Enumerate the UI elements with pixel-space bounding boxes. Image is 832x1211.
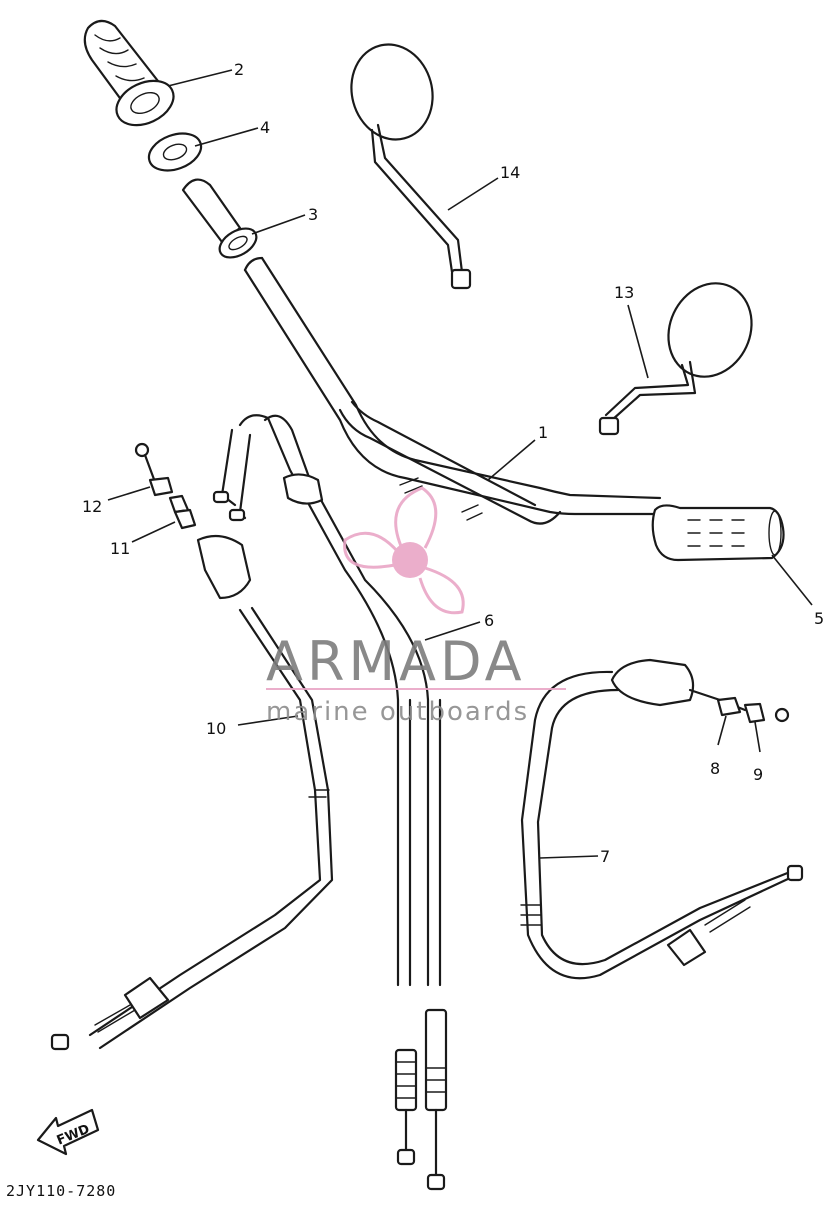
- callout-11: 11: [110, 539, 130, 558]
- left-grip: [83, 19, 175, 127]
- right-grip: [651, 504, 785, 562]
- throttle-cables: [212, 414, 448, 1191]
- starter-cable: [520, 658, 804, 980]
- callout-4: 4: [260, 118, 270, 137]
- callout-5: 5: [814, 609, 824, 628]
- callout-8: 8: [710, 759, 720, 778]
- callout-6: 6: [484, 611, 494, 630]
- right-mirror: [598, 282, 753, 436]
- callout-14: 14: [500, 163, 520, 182]
- left-mirror: [350, 43, 472, 290]
- handlebar: [243, 256, 662, 525]
- callout-1: 1: [538, 423, 548, 442]
- leader-lines: [107, 69, 813, 859]
- fwd-arrow: FWD: [36, 1108, 100, 1156]
- throttle-sleeve: [181, 178, 258, 259]
- callout-13: 13: [614, 283, 634, 302]
- propeller-logo: [343, 486, 465, 615]
- callout-7: 7: [600, 847, 610, 866]
- diagram-code: 2JY110-7280: [6, 1182, 116, 1200]
- callout-3: 3: [308, 205, 318, 224]
- callout-9: 9: [753, 765, 763, 784]
- callout-12: 12: [82, 497, 102, 516]
- washer: [147, 132, 203, 172]
- watermark-tagline: marine outboards: [266, 697, 529, 727]
- watermark-brand: ARMADA: [266, 630, 526, 693]
- callout-10: 10: [206, 719, 226, 738]
- armada-watermark: ARMADA marine outboards: [266, 486, 566, 727]
- callout-2: 2: [234, 60, 244, 79]
- watermark-divider: [266, 688, 566, 690]
- clutch-cable: [50, 442, 334, 1051]
